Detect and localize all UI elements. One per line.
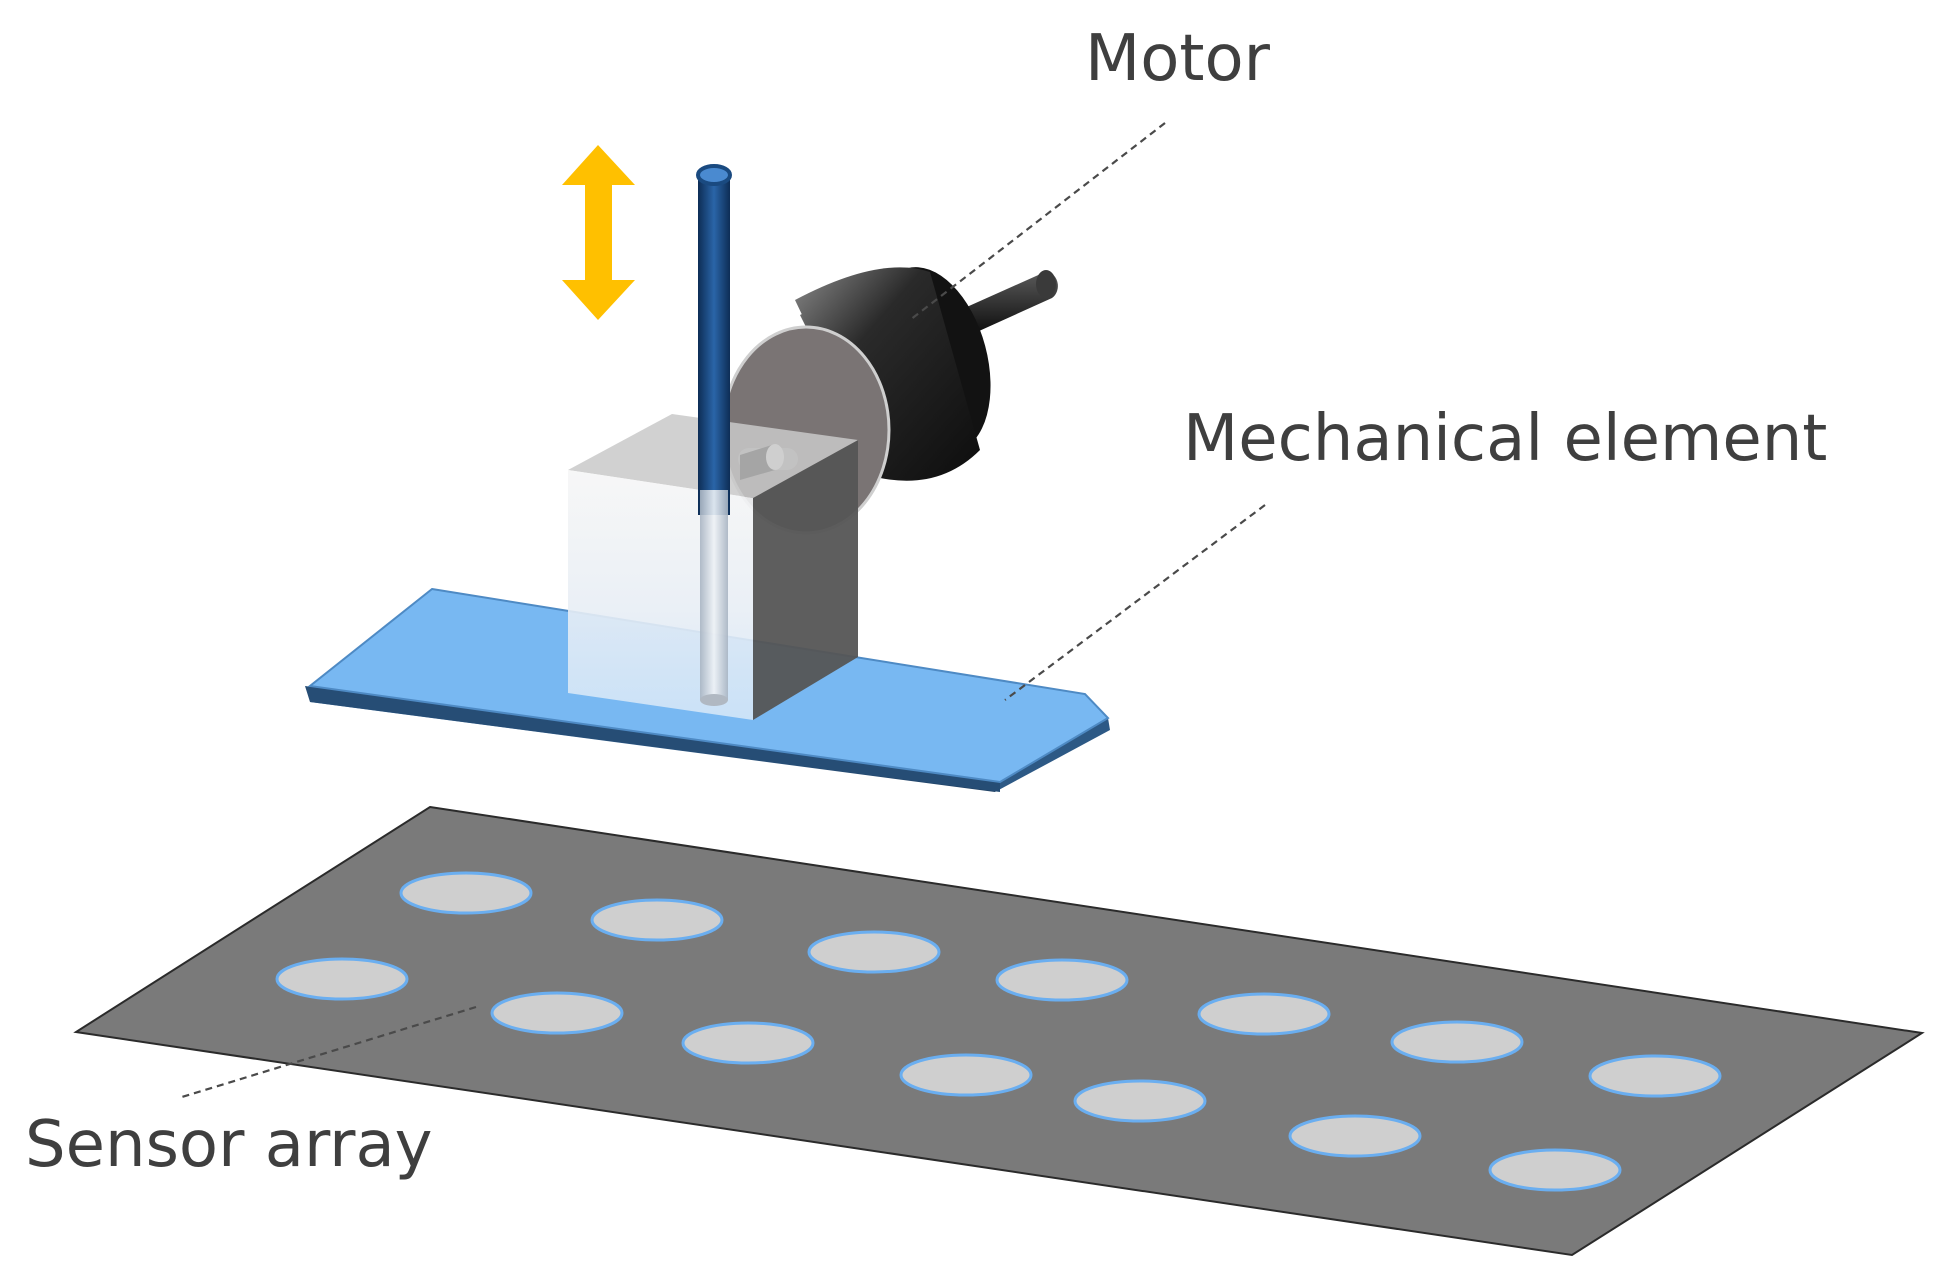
sensor-pad (1488, 1148, 1622, 1192)
sensor-pad (1073, 1079, 1207, 1123)
motor-label: Motor (1085, 22, 1271, 96)
sensor-pad (899, 1053, 1033, 1097)
sensor-pad (681, 1021, 815, 1065)
sensor-pad (1288, 1114, 1422, 1158)
sensor-array-label: Sensor array (25, 1108, 433, 1182)
motor-leader-line (909, 122, 1166, 321)
sensor-pad (399, 871, 533, 915)
sensor-pad (590, 898, 724, 942)
rod-top (696, 164, 732, 186)
sensor-pads (275, 871, 1722, 1192)
sensor-array (73, 805, 1925, 1257)
sensor-pad (807, 930, 941, 974)
sensor-pad (490, 991, 624, 1035)
mechanical-element-label: Mechanical element (1183, 402, 1827, 476)
vertical-double-arrow-icon (562, 145, 635, 320)
sensor-pad (1390, 1020, 1524, 1064)
sensor-array-leader-line (181, 1005, 477, 1099)
sensor-pad (275, 957, 409, 1001)
mechanical-element-leader-line (1004, 504, 1266, 701)
sensor-board (73, 805, 1925, 1257)
push-rod (696, 164, 732, 706)
sensor-pad (1588, 1054, 1722, 1098)
sensor-pad (995, 958, 1129, 1002)
sensor-pad (1197, 992, 1331, 1036)
